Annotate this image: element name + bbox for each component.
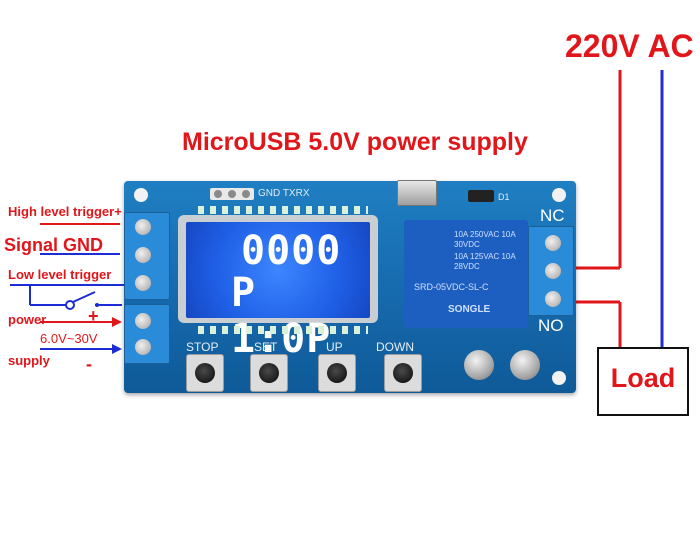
terminal-screw-no — [545, 291, 561, 307]
button-cap — [195, 363, 215, 383]
relay-rating-1: 10A 250VAC 10A 30VDC — [454, 230, 516, 249]
power-plus-arrowhead — [112, 317, 122, 327]
lcd-pins-top — [198, 206, 368, 214]
lcd-line-1: 0000 — [241, 228, 342, 274]
pin-hole — [214, 190, 222, 198]
lcd-pins-bottom — [198, 326, 368, 334]
switch-contact-2 — [95, 303, 99, 307]
mounting-hole — [552, 371, 566, 385]
mounting-hole — [552, 188, 566, 202]
stop-label: STOP — [186, 340, 219, 354]
pin-hole — [228, 190, 236, 198]
mounting-hole — [134, 188, 148, 202]
relay-brand: SONGLE — [448, 304, 491, 315]
high-level-trigger-label: High level trigger+ — [8, 204, 122, 219]
header-pins — [210, 188, 254, 200]
terminal-screw-high — [135, 219, 151, 235]
load-box: Load — [597, 347, 689, 416]
minus-sign: - — [86, 354, 92, 374]
terminal-screw-gnd — [135, 247, 151, 263]
no-label: NO — [538, 316, 564, 335]
power-minus-arrowhead — [112, 344, 122, 354]
terminal-screw-com — [545, 263, 561, 279]
nc-label: NC — [540, 206, 565, 225]
ac-voltage-label: 220V AC — [565, 28, 694, 64]
set-label: SET — [254, 340, 278, 354]
down-label: DOWN — [376, 340, 414, 354]
relay-rating-2: 10A 125VAC 10A 28VDC — [454, 252, 516, 271]
up-button[interactable] — [318, 354, 356, 392]
trigger-terminal-block — [124, 212, 170, 300]
relay-terminal-block — [528, 226, 574, 316]
micro-usb-port — [397, 180, 437, 206]
terminal-screw-minus — [135, 339, 151, 355]
diode-label: D1 — [498, 192, 510, 202]
set-button[interactable] — [250, 354, 288, 392]
load-label: Load — [610, 363, 676, 393]
stop-button[interactable] — [186, 354, 224, 392]
low-level-trigger-label: Low level trigger — [8, 267, 112, 282]
title-microusb-power: MicroUSB 5.0V power supply — [182, 128, 528, 156]
relay: 10A 250VAC 10A 30VDC 10A 125VAC 10A 28VD… — [404, 220, 528, 328]
capacitor — [464, 350, 494, 380]
plus-sign: + — [88, 306, 99, 326]
relay-model: SRD-05VDC-SL-C — [414, 282, 489, 292]
button-cap — [327, 363, 347, 383]
terminal-screw-plus — [135, 313, 151, 329]
capacitor — [510, 350, 540, 380]
power-terminal-block — [124, 304, 170, 364]
button-cap — [393, 363, 413, 383]
pin-hole — [242, 190, 250, 198]
switch-lever — [72, 291, 96, 303]
supply-label: supply — [8, 353, 50, 368]
switch-contact-1 — [65, 300, 75, 310]
button-cap — [259, 363, 279, 383]
terminal-screw-nc — [545, 235, 561, 251]
terminal-screw-low — [135, 275, 151, 291]
diode — [468, 190, 494, 202]
header-label: GND TXRX — [258, 188, 310, 199]
up-label: UP — [326, 340, 343, 354]
voltage-range-label: 6.0V~30V — [40, 331, 98, 346]
signal-gnd-label: Signal GND — [4, 235, 104, 255]
power-label: power — [8, 312, 47, 327]
lcd-line-2: P 1:0P — [231, 270, 332, 362]
lcd-display: 0000 P 1:0P — [186, 222, 370, 362]
down-button[interactable] — [384, 354, 422, 392]
